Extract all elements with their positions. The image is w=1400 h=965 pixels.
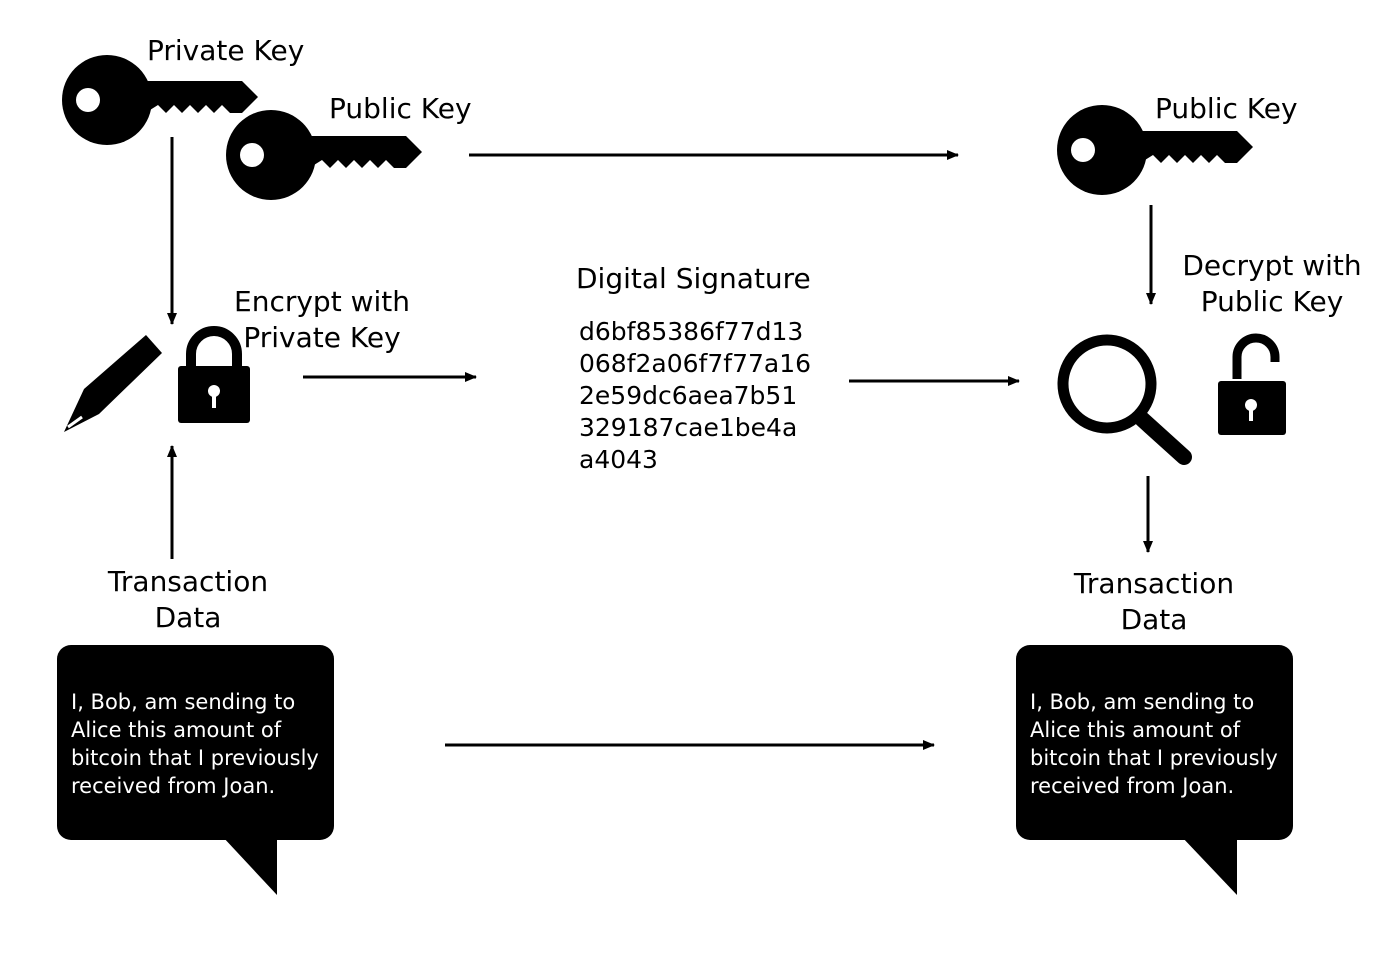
signature-line: a4043 (579, 445, 658, 474)
transaction-label-line-1: Transaction (1073, 567, 1235, 600)
speech-bubble-right (1016, 645, 1293, 895)
message-line: bitcoin that I previously (71, 746, 319, 770)
encrypt-label-line-2: Private Key (243, 321, 401, 354)
transaction-label-line-2: Data (1120, 603, 1188, 636)
magnifier-icon (1057, 334, 1192, 465)
message-line: I, Bob, am sending to (71, 690, 296, 714)
transaction-label-line-1: Transaction (107, 565, 269, 598)
signature-line: 068f2a06f7f77a16 (579, 349, 812, 378)
decrypt-label-line-1: Decrypt with (1182, 249, 1362, 282)
digital-signature-title: Digital Signature (576, 262, 811, 295)
decrypt-label: Decrypt with Public Key (1172, 248, 1372, 320)
private-key-label: Private Key (147, 34, 305, 67)
locked-padlock-icon (178, 326, 250, 423)
pencil-icon (64, 335, 162, 432)
signature-line: 2e59dc6aea7b51 (579, 381, 798, 410)
signature-line: d6bf85386f77d13 (579, 317, 804, 346)
encrypt-label-line-1: Encrypt with (234, 285, 410, 318)
message-line: bitcoin that I previously (1030, 746, 1278, 770)
signature-line: 329187cae1be4a (579, 413, 798, 442)
transaction-data-label-left: Transaction Data (98, 564, 278, 636)
message-line: received from Joan. (71, 774, 276, 798)
decrypt-label-line-2: Public Key (1200, 285, 1344, 318)
message-line: I, Bob, am sending to (1030, 690, 1255, 714)
message-line: Alice this amount of (1030, 718, 1241, 742)
public-key-label-right: Public Key (1155, 92, 1298, 125)
unlocked-padlock-icon (1218, 333, 1286, 435)
transaction-label-line-2: Data (154, 601, 222, 634)
speech-bubble-left (57, 645, 334, 895)
public-key-label-left: Public Key (329, 92, 472, 125)
message-line: received from Joan. (1030, 774, 1235, 798)
transaction-message-right: I, Bob, am sending to Alice this amount … (1030, 688, 1278, 800)
transaction-data-label-right: Transaction Data (1064, 566, 1244, 638)
transaction-message-left: I, Bob, am sending to Alice this amount … (71, 688, 319, 800)
message-line: Alice this amount of (71, 718, 282, 742)
encrypt-label: Encrypt with Private Key (222, 284, 422, 356)
